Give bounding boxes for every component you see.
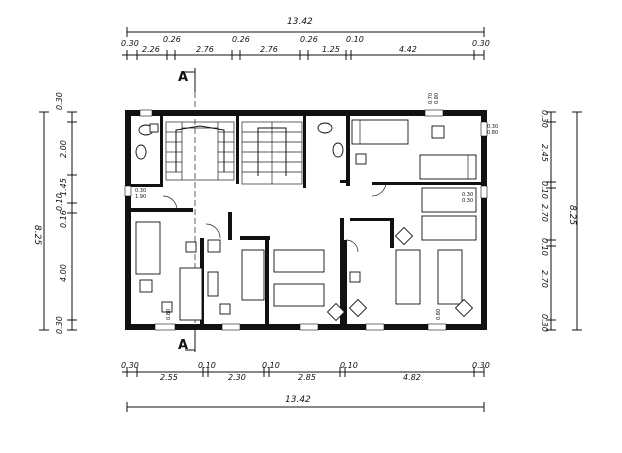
- bed-icon: [135, 221, 161, 275]
- bottom-seg-8: 0.30: [472, 361, 490, 370]
- left-seg-6: 0.30: [55, 316, 64, 334]
- bottom-seg-4: 0.10: [262, 361, 280, 370]
- top-dimension-chain: 13.42 0.30 2.26 0.26 2.76 0.26 2.76 0.26…: [121, 17, 490, 60]
- window-label-2: 0.30: [487, 124, 498, 130]
- bottom-seg-6: 0.10: [340, 361, 358, 370]
- left-seg-1: 2.00: [59, 140, 68, 158]
- bed-icon: [395, 249, 421, 305]
- bedroom-mid-right: [394, 187, 477, 246]
- top-seg-1: 2.26: [142, 45, 160, 54]
- top-seg-8: 0.10: [346, 35, 364, 44]
- window-label-8: 0.80: [166, 309, 172, 320]
- bottom-seg-5: 2.85: [298, 373, 316, 382]
- window-openings: [124, 109, 488, 331]
- staircase-left: [165, 121, 235, 181]
- window-label-4: 0.30: [135, 188, 146, 194]
- bottom-overall-dim: 13.42: [285, 395, 311, 405]
- right-seg-6: 0.30: [540, 314, 549, 332]
- chair-icon: [431, 125, 445, 139]
- bottom-seg-0: 0.30: [121, 361, 139, 370]
- left-seg-5: 4.00: [59, 264, 68, 282]
- chair-icon: [348, 298, 368, 318]
- right-seg-3: 2.70: [540, 204, 549, 222]
- top-overall-dim: 13.42: [287, 17, 313, 27]
- bottom-seg-7: 4.82: [403, 373, 421, 382]
- toilet-icon: [135, 144, 147, 160]
- left-seg-4: 0.16: [59, 210, 68, 228]
- window-label-1: 0.80: [434, 93, 440, 104]
- window-label-7: 0.30: [462, 198, 473, 204]
- top-seg-7: 1.25: [322, 45, 340, 54]
- bedroom-top-right: [351, 119, 477, 180]
- right-seg-4: 0.10: [540, 238, 549, 256]
- chair-icon: [394, 226, 414, 246]
- section-label-top: A: [178, 70, 188, 85]
- bed-icon: [179, 267, 203, 321]
- bedroom-bottom-right: [348, 249, 474, 318]
- bed-icon: [421, 215, 477, 241]
- bed-icon: [273, 249, 325, 273]
- window-label-9: 0.80: [436, 309, 442, 320]
- chair-icon: [355, 153, 367, 165]
- right-seg-0: 0.30: [540, 110, 549, 128]
- window-label-6: 0.30: [462, 192, 473, 198]
- top-seg-6: 0.26: [300, 35, 318, 44]
- chair-icon: [185, 241, 197, 253]
- top-seg-2: 0.26: [163, 35, 181, 44]
- bottom-seg-2: 0.10: [198, 361, 216, 370]
- staircase-right: [241, 121, 303, 185]
- top-seg-3: 2.76: [196, 45, 214, 54]
- left-overall-dim: 8.25: [32, 225, 42, 245]
- left-seg-2: 1.45: [59, 178, 68, 196]
- bedroom-left: [135, 221, 203, 321]
- right-dimension-chain: 0.30 2.45 0.10 2.70 0.10 2.70 0.30 8.25: [540, 110, 582, 332]
- toilet-icon: [332, 142, 344, 158]
- bottom-seg-1: 2.55: [160, 373, 178, 382]
- section-label-bottom: A: [178, 338, 188, 353]
- bed-icon: [437, 249, 463, 305]
- bedroom-center: [273, 249, 346, 322]
- bed-icon: [273, 283, 325, 307]
- top-seg-10: 0.30: [472, 39, 490, 48]
- window-label-0: 0.70: [428, 93, 434, 104]
- window-labels: 0.70 0.80 0.30 0.80 0.30 1.90 0.30 0.30 …: [135, 93, 498, 320]
- top-seg-9: 4.42: [399, 45, 417, 54]
- bed-icon: [419, 154, 477, 180]
- top-seg-5: 2.76: [260, 45, 278, 54]
- right-seg-1: 2.45: [540, 144, 549, 162]
- bathroom-left: [135, 123, 159, 160]
- chair-icon: [349, 271, 361, 283]
- bottom-dimension-chain: 0.30 2.55 0.10 2.30 0.10 2.85 0.10 4.82 …: [121, 361, 490, 412]
- window-label-3: 0.80: [487, 130, 498, 136]
- bedroom-center-left: [207, 239, 265, 315]
- left-dimension-chain: 8.25 0.30 2.00 1.45 0.10 0.16 4.00 0.30: [32, 92, 77, 334]
- section-mark-bottom: A: [178, 330, 196, 353]
- top-seg-4: 0.26: [232, 35, 250, 44]
- right-overall-dim: 8.25: [567, 205, 577, 225]
- chair-icon: [219, 303, 231, 315]
- top-seg-0: 0.30: [121, 39, 139, 48]
- desk-icon: [207, 271, 219, 297]
- bathroom-right: [317, 122, 344, 158]
- left-seg-3: 0.10: [55, 193, 64, 211]
- bed-icon: [351, 119, 409, 145]
- chair-icon: [161, 301, 173, 313]
- left-seg-0: 0.30: [55, 92, 64, 110]
- right-seg-2: 0.10: [540, 181, 549, 199]
- window-label-5: 1.90: [135, 194, 146, 200]
- chair-icon: [139, 279, 153, 293]
- bed-icon: [241, 249, 265, 301]
- chair-icon: [454, 298, 474, 318]
- chair-icon: [207, 239, 221, 253]
- right-seg-5: 2.70: [540, 270, 549, 288]
- bed-icon: [421, 187, 477, 213]
- sink-icon: [317, 122, 333, 134]
- chair-icon: [326, 302, 346, 322]
- bottom-seg-3: 2.30: [228, 373, 246, 382]
- doors: [162, 181, 387, 253]
